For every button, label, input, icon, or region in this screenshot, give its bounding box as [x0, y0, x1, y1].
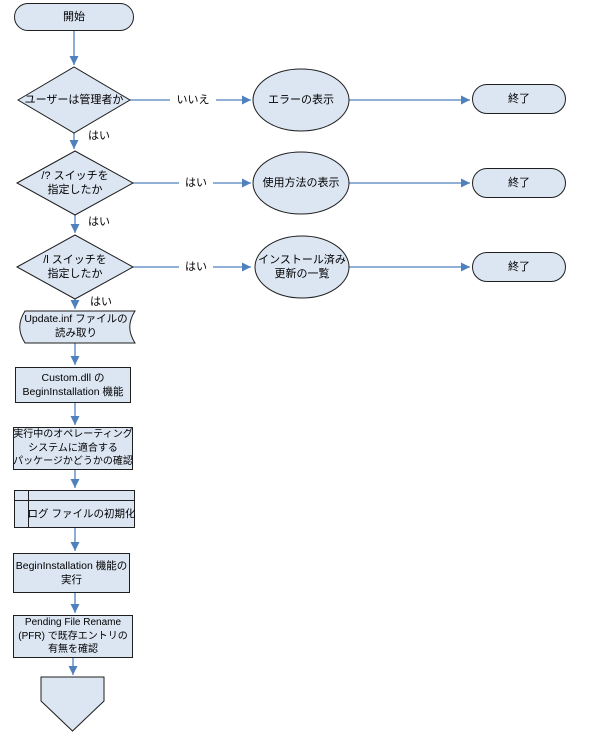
decision-admin-diamond [17, 66, 131, 134]
edge-label-help-down-yes: はい [82, 215, 116, 229]
end-terminator-1: 終了 [472, 84, 566, 114]
edge-label-admin-no: いいえ [170, 93, 216, 107]
usage-display-label: 使用方法の表示 [262, 176, 340, 189]
decision-help-switch-diamond [15, 150, 135, 216]
os-package-check-process: 実行中のオペレーティング システムに適合する パッケージかどうかの確認 [13, 427, 133, 470]
edge-label-help-right-yes: はい [179, 176, 213, 190]
offpage-connector-pentagon [40, 676, 105, 732]
end-terminator-2: 終了 [472, 168, 566, 198]
pfr-check-process: Pending File Rename (PFR) で既存エントリの 有無を確認 [13, 615, 133, 658]
decision-list-switch-diamond [15, 234, 135, 300]
error-display-ellipse [252, 68, 350, 132]
custom-dll-begin-process: Custom.dll の BeginInstallation 機能 [15, 367, 131, 403]
begin-installation-run-process: BeginInstallation 機能の 実行 [13, 553, 130, 593]
decision-admin-label: ユーザーは管理者か [24, 93, 124, 106]
error-display-label: エラーの表示 [268, 93, 334, 106]
end-terminator-3: 終了 [472, 252, 566, 282]
read-update-inf-label: Update.inf ファイルの 読み取り [24, 313, 128, 339]
read-update-inf-stored-data-shape [19, 310, 136, 344]
edge-label-list-right-yes: はい [179, 260, 213, 274]
installed-updates-label: インストール済み 更新の一覧 [258, 253, 346, 280]
decision-help-switch-label: /? スイッチを 指定したか [41, 169, 109, 196]
log-init-label: ログ ファイルの初期化 [27, 507, 136, 520]
edge-label-admin-down-yes: はい [82, 129, 116, 143]
log-init-left-divider [28, 491, 29, 527]
decision-list-switch-label: /l スイッチを 指定したか [43, 253, 107, 280]
log-init-subprocess: ログ ファイルの初期化 [14, 490, 135, 528]
start-terminator: 開始 [14, 3, 134, 31]
installed-updates-ellipse [254, 235, 350, 299]
edge-label-list-down-yes: はい [84, 295, 118, 309]
log-init-top-divider [15, 500, 134, 501]
usage-display-ellipse [252, 151, 350, 215]
